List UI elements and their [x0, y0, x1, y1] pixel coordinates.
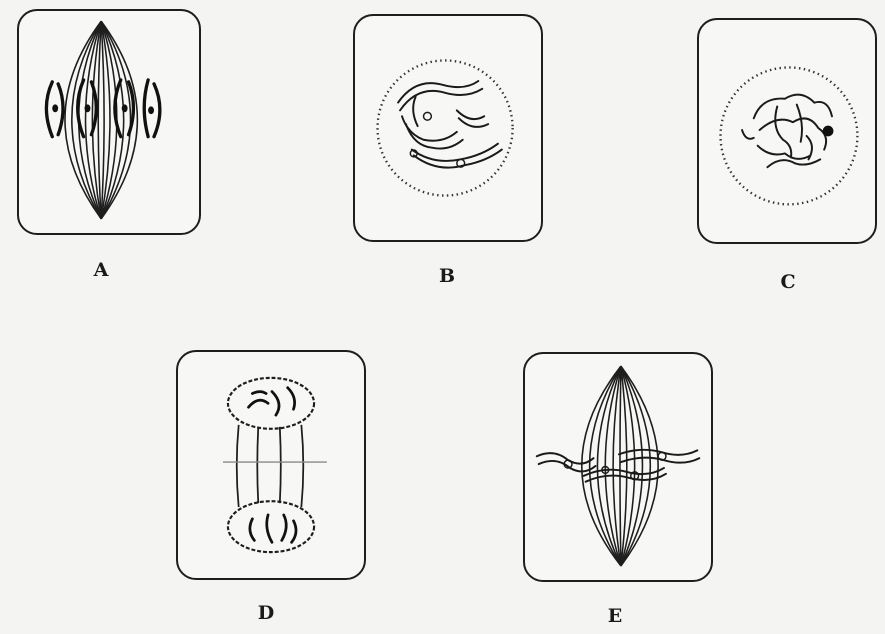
panel-c-label: C — [773, 271, 803, 293]
panel-b — [353, 14, 543, 242]
panel-d-label: D — [251, 602, 281, 624]
panel-a-label: A — [86, 259, 116, 281]
panel-b-label: B — [432, 265, 462, 287]
nucleolus-dot — [823, 126, 834, 137]
cell-d-diagram — [178, 352, 364, 578]
panel-d — [176, 350, 366, 580]
panel-e — [523, 352, 713, 582]
cell-b-diagram — [355, 16, 541, 240]
cell-e-diagram — [525, 354, 711, 580]
panel-e-label: E — [600, 605, 630, 627]
cell-c-diagram — [699, 20, 875, 242]
cell-a-diagram — [19, 11, 199, 233]
panel-c — [697, 18, 877, 244]
panel-a — [17, 9, 201, 235]
